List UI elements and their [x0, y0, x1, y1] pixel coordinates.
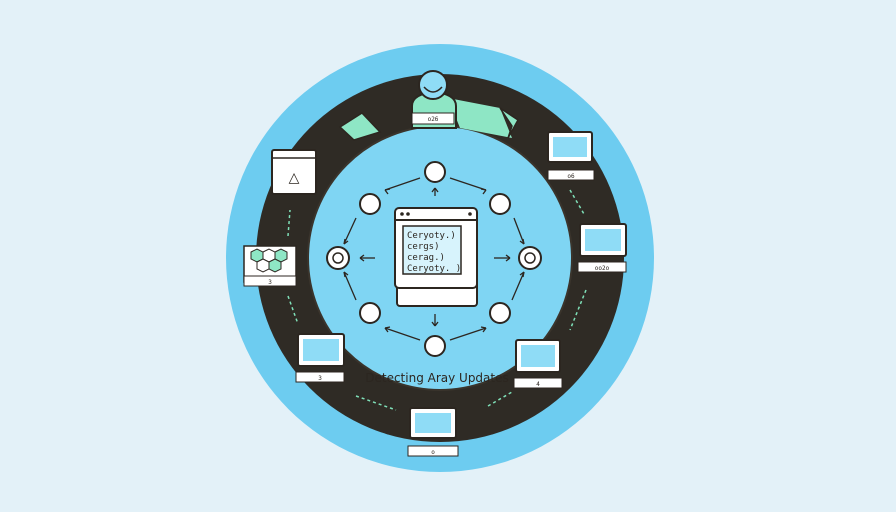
monitor-right-label: oo2o [595, 265, 610, 272]
array-node-upper-left [359, 193, 381, 215]
array-nodes [326, 161, 542, 357]
monitor-lower-right-icon [513, 339, 563, 389]
code-lines: Ceryoty.) cergs) cerag.) Ceryoty. ) [407, 231, 461, 274]
monitor-top-right-label: o6 [567, 173, 575, 180]
ring-arrow-left [338, 112, 382, 141]
connector-right-lower [569, 289, 587, 331]
array-node-left-inner [332, 252, 344, 264]
array-node-bottom [424, 335, 446, 357]
code-line-3: cerag.) [407, 253, 445, 263]
ring-title-label: Detecting Aray Updates [365, 371, 509, 385]
array-node-upper-right [489, 193, 511, 215]
array-node-left [326, 246, 350, 270]
ring-band-green [448, 98, 512, 138]
hex-grid-icon [243, 245, 297, 287]
monitor-top-right-icon [547, 131, 595, 181]
array-node-lower-right [489, 302, 511, 324]
ring-arrow-right [499, 107, 519, 139]
hex-grid-label: 3 [268, 279, 272, 286]
document-icon [271, 149, 317, 195]
array-node-right [518, 246, 542, 270]
connector-left-lower [287, 295, 299, 325]
monitor-lower-right-label: 4 [536, 381, 540, 388]
code-line-4: Ceryoty. ) [407, 264, 461, 274]
document-symbol: △ [289, 170, 300, 186]
connector-bottom-left [355, 395, 397, 411]
code-window-icon [394, 207, 478, 307]
monitor-right-icon [577, 223, 627, 273]
monitor-bottom-label: o [431, 449, 435, 456]
code-line-1: Ceryoty.) [407, 231, 456, 241]
connector-left-upper [287, 209, 291, 237]
array-node-top [424, 161, 446, 183]
connector-bottom-right [487, 391, 513, 407]
user-avatar-icon [411, 70, 457, 129]
array-node-right-inner [524, 252, 536, 264]
user-badge-label: o26 [428, 116, 439, 123]
monitor-lower-left-icon [295, 333, 345, 383]
monitor-lower-left-label: 3 [318, 375, 322, 382]
node-arrows [343, 177, 525, 341]
ring-connectors [287, 189, 587, 411]
code-line-2: cergs) [407, 242, 440, 252]
monitor-bottom-icon [407, 407, 459, 457]
array-node-lower-left [359, 302, 381, 324]
connector-right-upper [569, 189, 585, 215]
